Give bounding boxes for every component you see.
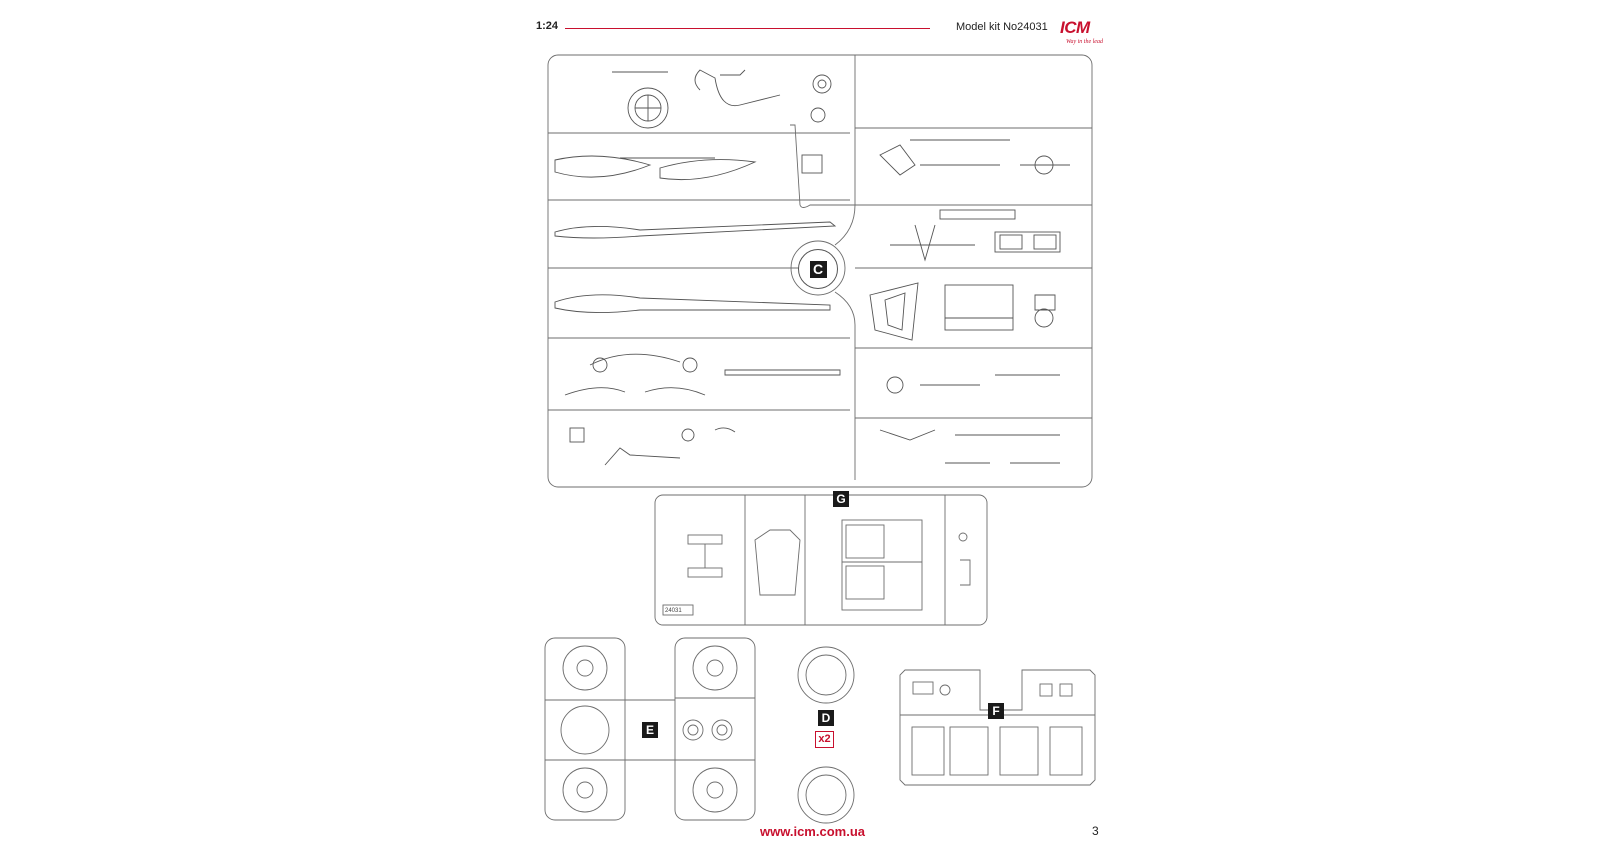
logo-tagline: Way in the lead (1066, 39, 1103, 45)
header-rule (565, 28, 930, 29)
page-number: 3 (1092, 824, 1099, 838)
sprue-c-parts (554, 69, 1070, 466)
sprue-e-frame (544, 637, 756, 821)
sprue-f-tag: F (988, 703, 1004, 719)
sprue-d-tag: D (818, 710, 834, 726)
sprue-g-kit-number: 24031 (665, 608, 682, 614)
sprue-f-frame (899, 669, 1096, 786)
sprue-e-tag: E (642, 722, 658, 738)
sprue-d-quantity: x2 (815, 731, 834, 748)
logo-brand: ICM (1060, 18, 1090, 37)
sprue-g-frame (654, 494, 988, 626)
footer-website-link[interactable]: www.icm.com.ua (760, 824, 865, 839)
icm-logo: ICM Way in the lead (1060, 18, 1120, 50)
sprue-d-tyres (797, 646, 855, 824)
scale-label: 1:24 (536, 20, 559, 32)
sprue-c-letter: C (809, 261, 827, 278)
sprue-g-tag: G (833, 491, 849, 507)
sprue-c-tag: C (798, 249, 838, 289)
model-kit-title: Model kit No24031 (956, 21, 1048, 33)
sprue-c-frame (547, 54, 1093, 488)
